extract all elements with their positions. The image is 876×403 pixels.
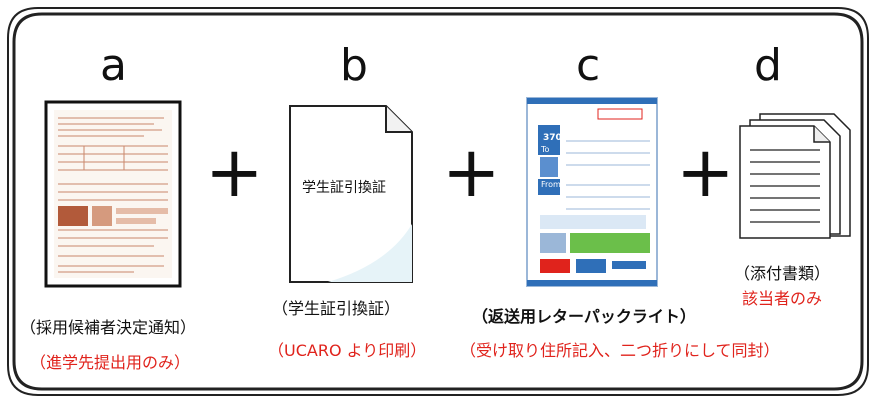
label-c: c — [576, 40, 601, 91]
note-d: 該当者のみ — [742, 289, 823, 308]
note-c: （受け取り住所記入、二つ折りにして同封） — [460, 341, 780, 360]
envelope-price: 370 — [543, 133, 562, 143]
exchange-certificate-doc-text: 学生証引換証 — [302, 180, 386, 196]
note-a: （進学先提出用のみ） — [30, 353, 191, 372]
letterpack-envelope-image — [526, 97, 658, 287]
attached-documents-image — [739, 113, 851, 239]
notice-document-image — [44, 100, 182, 288]
envelope-to: To — [541, 145, 550, 154]
plus-sign: + — [676, 131, 735, 213]
caption-a: （採用候補者決定通知） — [20, 318, 197, 337]
label-b: b — [340, 40, 368, 91]
caption-b: （学生証引換証） — [272, 299, 401, 318]
label-a: a — [100, 40, 127, 91]
exchange-certificate-image — [289, 105, 413, 283]
label-d: d — [754, 40, 782, 91]
note-b: （UCARO より印刷） — [268, 341, 427, 360]
envelope-from: From — [541, 180, 561, 189]
caption-c: （返送用レターパックライト） — [472, 307, 696, 326]
plus-sign: + — [442, 131, 501, 213]
caption-d: （添付書類） — [734, 264, 831, 283]
plus-sign: + — [205, 131, 264, 213]
